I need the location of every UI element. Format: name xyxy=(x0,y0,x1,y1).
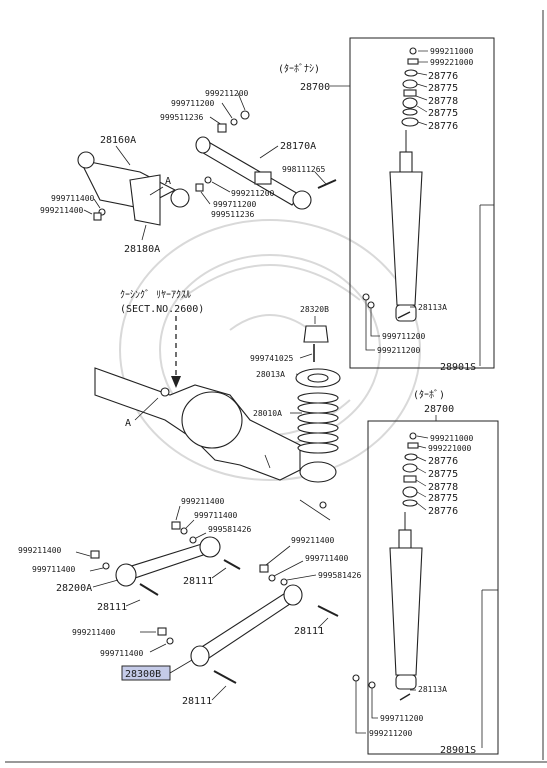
part-number: 999211000 xyxy=(430,434,474,443)
part-number: 999211200 xyxy=(231,189,275,198)
part-number: 999511236 xyxy=(160,113,204,122)
part-number: 28901S xyxy=(440,362,476,373)
part-number: 28111 xyxy=(183,576,213,587)
part-number: 999711200 xyxy=(382,332,426,341)
part-number: 28160A xyxy=(100,135,136,146)
part-number: 998111265 xyxy=(282,165,326,174)
part-number: 28901S xyxy=(440,745,476,756)
part-number: 28776 xyxy=(428,121,458,132)
part-number: 999221000 xyxy=(430,58,474,67)
part-number: 999711400 xyxy=(305,554,349,563)
point-label: A xyxy=(125,418,131,429)
point-label: A xyxy=(165,176,171,187)
part-number: 28200A xyxy=(56,583,92,594)
reference-title: ｸｰｼﾝｸﾞ ﾘﾔｰｱｸｽﾙ xyxy=(120,289,191,301)
part-number-highlight: 28300B xyxy=(125,669,161,680)
variant-label: (ﾀｰﾎﾞ) xyxy=(413,389,445,401)
assembly-label: 28700 xyxy=(300,82,330,93)
part-number: 28775 xyxy=(428,493,458,504)
part-number: 999221000 xyxy=(428,444,472,453)
part-number: 999211400 xyxy=(18,546,62,555)
part-number: 999711400 xyxy=(100,649,144,658)
part-number: 28778 xyxy=(428,482,458,493)
shock-assembly-top: (ﾀｰﾎﾞﾅｼ) 28700 999211000 999221000 28776… xyxy=(278,37,495,373)
part-number: 999581426 xyxy=(208,525,252,534)
part-number: 28113A xyxy=(418,685,447,694)
trailing-arms-top: 999211200 999711200 999511236 28160A 281… xyxy=(40,89,337,255)
part-number: 999211200 xyxy=(369,729,413,738)
part-number: 999711200 xyxy=(213,200,257,209)
part-number: 28778 xyxy=(428,96,458,107)
lateral-links-bottom: 999211400 999711400 999581426 999211400 … xyxy=(18,497,362,707)
variant-label: (ﾀｰﾎﾞﾅｼ) xyxy=(278,63,320,75)
part-number: 999211200 xyxy=(205,89,249,98)
part-number: 999711400 xyxy=(51,194,95,203)
part-number: 999711400 xyxy=(194,511,238,520)
assembly-label: 28700 xyxy=(424,404,454,415)
part-number: 28320B xyxy=(300,305,329,314)
part-number: 28111 xyxy=(97,602,127,613)
part-number: 999211400 xyxy=(40,206,84,215)
part-number: 28010A xyxy=(253,409,282,418)
part-number: 28775 xyxy=(428,469,458,480)
shock-assembly-bottom: (ﾀｰﾎﾞ) 28700 999211000 999221000 28776 2… xyxy=(352,389,499,756)
stack-parts xyxy=(402,432,419,507)
part-number: 28775 xyxy=(428,108,458,119)
part-number: 28013A xyxy=(256,370,285,379)
part-number: 28170A xyxy=(280,141,316,152)
part-number: 999211400 xyxy=(72,628,116,637)
highlighted-part-label: 28300B xyxy=(121,665,171,681)
part-number: 999581426 xyxy=(318,571,362,580)
part-number: 999211400 xyxy=(291,536,335,545)
part-number: 28111 xyxy=(294,626,324,637)
part-number: 28775 xyxy=(428,83,458,94)
stack-parts xyxy=(401,47,419,127)
part-number: 999211200 xyxy=(377,346,421,355)
part-number: 999711200 xyxy=(380,714,424,723)
shock-absorber-upper xyxy=(389,130,423,322)
part-number: 999511236 xyxy=(211,210,255,219)
part-number: 999711400 xyxy=(32,565,76,574)
part-number: 999711200 xyxy=(171,99,215,108)
part-number: 28180A xyxy=(124,244,160,255)
part-number: 999211400 xyxy=(181,497,225,506)
shock-absorber-lower xyxy=(389,512,423,690)
part-number: 28776 xyxy=(428,456,458,467)
stack-leaders xyxy=(415,50,428,126)
part-number: 28776 xyxy=(428,71,458,82)
reference-section: (SECT.NO.2600) xyxy=(120,304,204,315)
part-number: 999211000 xyxy=(430,47,474,56)
axle-and-spring: ｸｰｼﾝｸﾞ ﾘﾔｰｱｸｽﾙ (SECT.NO.2600) A 28320B 9… xyxy=(94,289,341,521)
part-number: 999741025 xyxy=(250,354,294,363)
coil-spring xyxy=(297,392,339,454)
part-number: 28111 xyxy=(182,696,212,707)
part-number: 28113A xyxy=(418,303,447,312)
part-number: 28776 xyxy=(428,506,458,517)
